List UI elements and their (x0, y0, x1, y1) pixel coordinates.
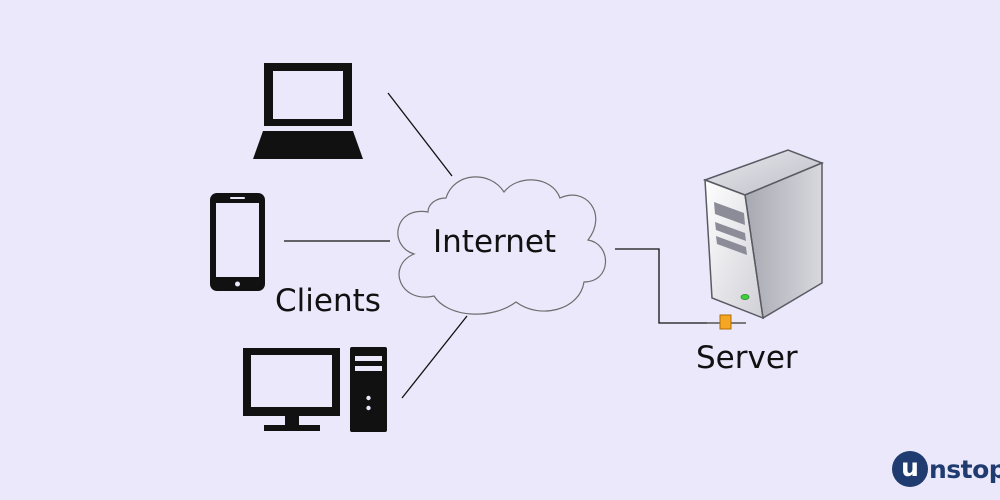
clients-label: Clients (275, 283, 381, 319)
brand-logo-badge: u (892, 451, 928, 487)
edge-internet-server (615, 248, 710, 324)
desktop-computer-icon (243, 347, 387, 432)
edge-laptop-internet (387, 92, 453, 177)
cloud-icon (397, 176, 607, 315)
internet-label: Internet (433, 224, 557, 260)
brand-logo-wordmark: nstop (929, 454, 1000, 484)
edge-desktop-internet (401, 315, 468, 399)
laptop-icon (253, 63, 363, 159)
brand-logo: u nstop (892, 449, 1000, 489)
server-tower-icon (702, 149, 825, 330)
server-label: Server (696, 340, 798, 376)
smartphone-icon (210, 193, 265, 291)
